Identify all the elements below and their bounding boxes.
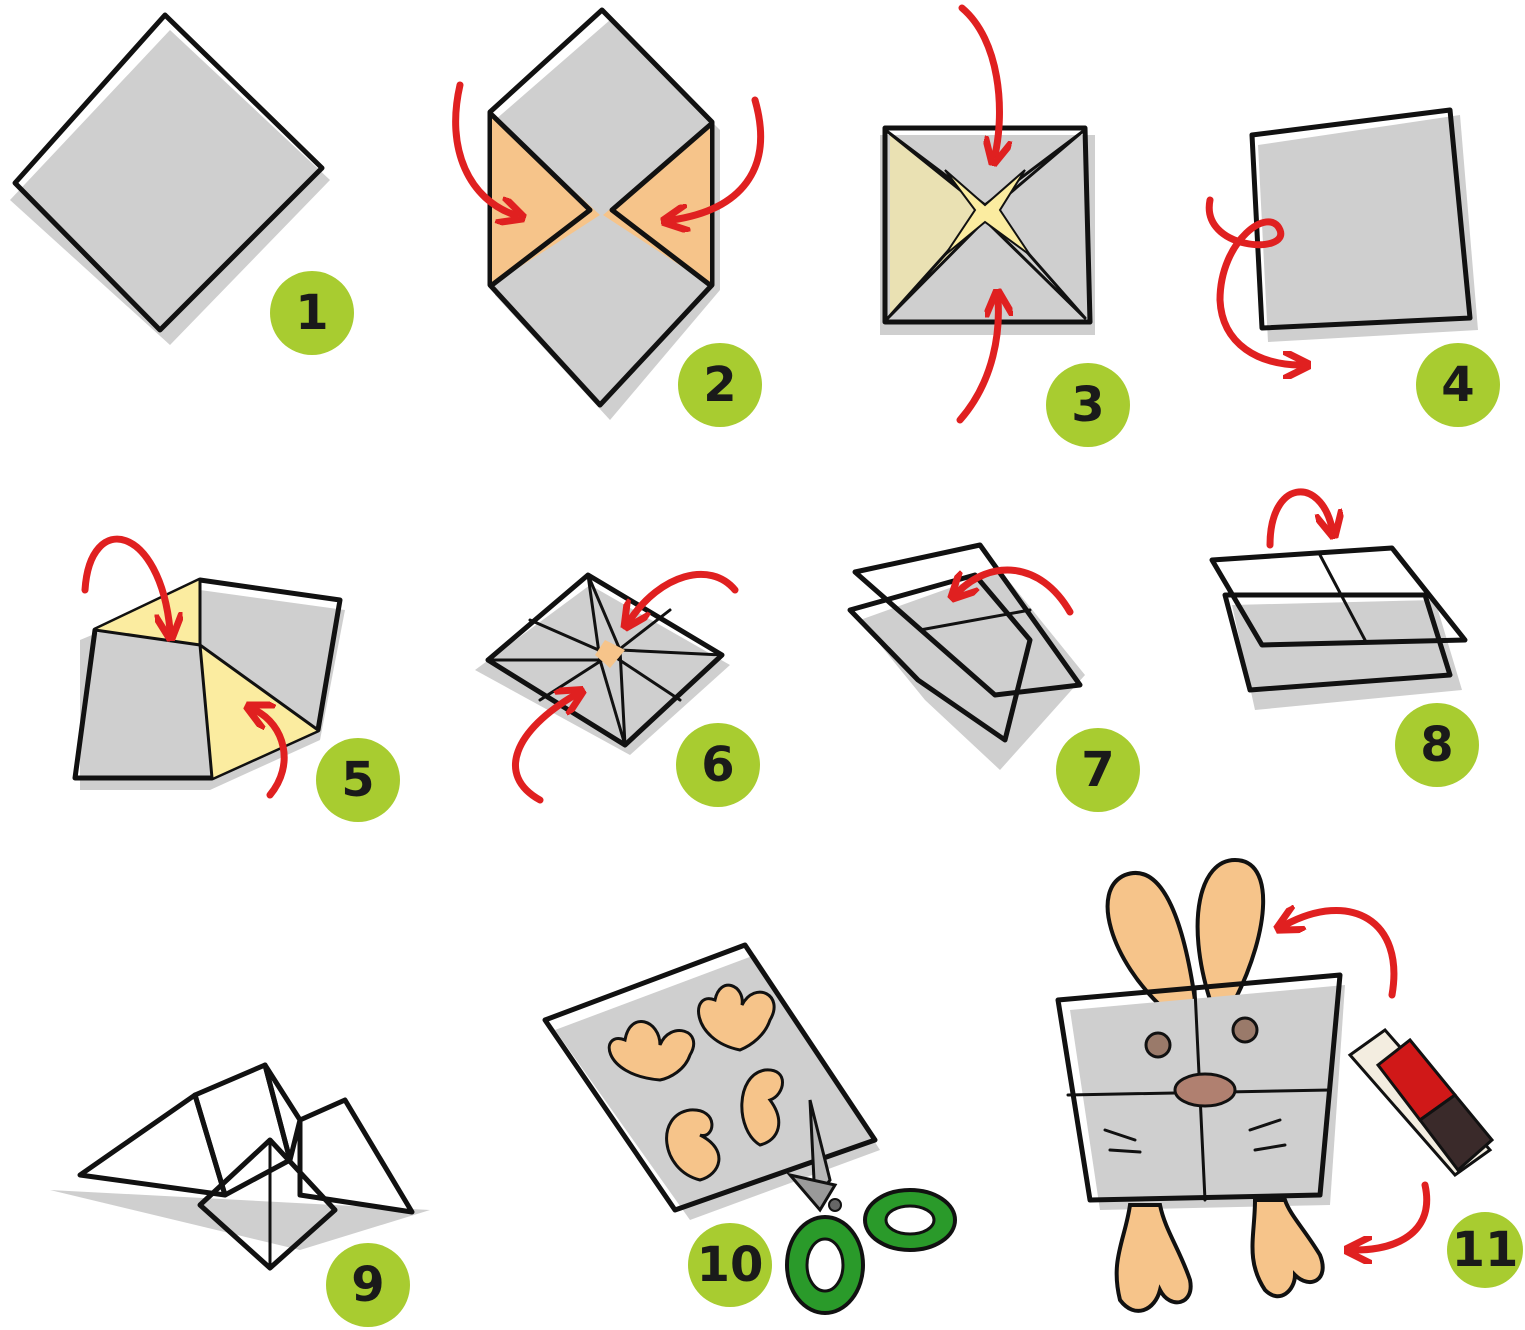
eye-right (1233, 1018, 1257, 1042)
step-number: 7 (1081, 742, 1114, 798)
step-number: 5 (341, 752, 374, 808)
step-badge-4: 4 (1416, 343, 1500, 427)
step-9-illustration (50, 1065, 430, 1268)
step-number: 2 (703, 357, 736, 413)
step-11-illustration (1058, 860, 1492, 1311)
step-number: 4 (1441, 357, 1474, 413)
step-5-illustration (75, 539, 345, 795)
step-badge-1: 1 (270, 271, 354, 355)
step-4-illustration (1209, 110, 1478, 365)
step-badge-5: 5 (316, 738, 400, 822)
step-number: 11 (1452, 1222, 1519, 1278)
nose (1175, 1074, 1235, 1106)
step-badge-6: 6 (676, 723, 760, 807)
step-badge-8: 8 (1395, 703, 1479, 787)
step-8-illustration (1212, 492, 1465, 710)
step-number: 8 (1420, 717, 1453, 773)
step-badge-7: 7 (1056, 728, 1140, 812)
eye-left (1146, 1033, 1170, 1057)
feet-cutouts (1117, 1200, 1323, 1311)
step-badge-10: 10 (688, 1223, 772, 1307)
step-number: 3 (1071, 377, 1104, 433)
step-number: 9 (351, 1257, 384, 1313)
step-3-illustration (880, 8, 1095, 420)
step-number: 10 (697, 1237, 764, 1293)
step-badge-9: 9 (326, 1243, 410, 1327)
step-number: 6 (701, 737, 734, 793)
step-badge-3: 3 (1046, 363, 1130, 447)
glue-stick-icon (1350, 1030, 1492, 1175)
step-number: 1 (295, 285, 328, 341)
step-badge-2: 2 (678, 343, 762, 427)
step-7-illustration (850, 545, 1085, 770)
step-badge-11: 11 (1447, 1212, 1523, 1288)
